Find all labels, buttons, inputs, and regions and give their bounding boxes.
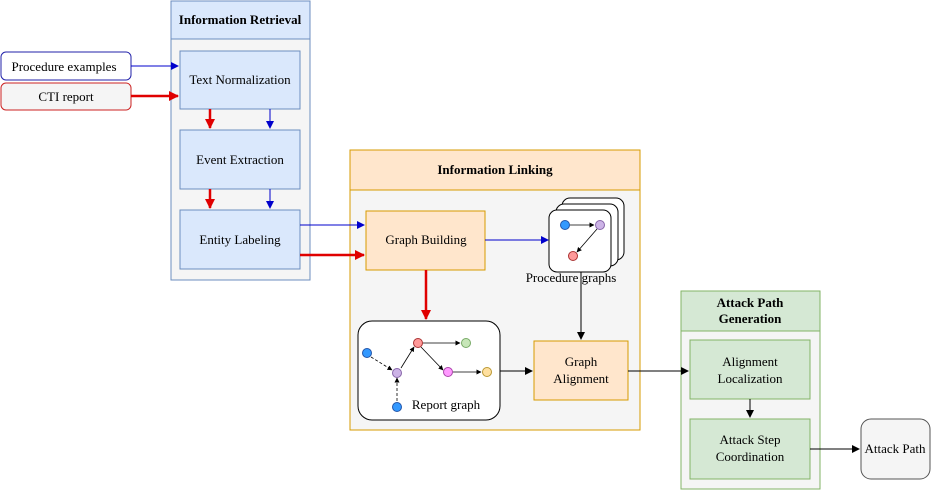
alignment-localization-label-line1: Alignment — [722, 354, 778, 369]
procedure-examples-label: Procedure examples — [11, 59, 116, 74]
graph-alignment-label-line1: Graph — [565, 354, 598, 369]
entity-labeling-node[interactable]: Entity Labeling — [179, 209, 301, 270]
graph-node-icon — [568, 251, 578, 261]
graph-node-icon — [362, 348, 372, 358]
attack-path-generation-title-line2: Generation — [719, 311, 783, 326]
event-extraction-node[interactable]: Event Extraction — [179, 129, 301, 190]
text-normalization-node[interactable]: Text Normalization — [179, 50, 301, 110]
information-linking-title: Information Linking — [437, 162, 553, 177]
graph-alignment-label-line2: Alignment — [553, 371, 609, 386]
attack-step-coordination-node[interactable]: Attack Step Coordination — [689, 418, 811, 480]
attack-step-coordination-label-line2: Coordination — [716, 449, 785, 464]
attack-path-generation-title-line1: Attack Path — [717, 295, 785, 310]
graph-node-icon — [595, 220, 605, 230]
graph-node-icon — [413, 338, 423, 348]
information-retrieval-title: Information Retrieval — [179, 12, 302, 27]
text-normalization-label: Text Normalization — [189, 72, 291, 87]
alignment-localization-node[interactable]: Alignment Localization — [689, 339, 811, 400]
graph-node-icon — [392, 402, 402, 412]
report-graph[interactable]: Report graph — [357, 320, 501, 421]
entity-labeling-label: Entity Labeling — [199, 232, 281, 247]
procedure-graphs-stack[interactable] — [548, 197, 625, 273]
graph-node-icon — [392, 368, 402, 378]
procedure-examples-input[interactable]: Procedure examples — [0, 51, 132, 81]
graph-node-icon — [560, 220, 570, 230]
graph-building-node[interactable]: Graph Building — [365, 210, 486, 271]
graph-node-icon — [461, 338, 471, 348]
procedure-graphs-label: Procedure graphs — [526, 270, 617, 285]
event-extraction-label: Event Extraction — [196, 152, 284, 167]
graph-node-icon — [482, 367, 492, 377]
graph-building-label: Graph Building — [385, 232, 467, 247]
cti-report-label: CTI report — [38, 89, 94, 104]
alignment-localization-label-line2: Localization — [718, 371, 783, 386]
graph-alignment-node[interactable]: Graph Alignment — [533, 340, 629, 401]
report-graph-label: Report graph — [412, 397, 481, 412]
attack-path-output[interactable]: Attack Path — [860, 418, 931, 480]
cti-report-input[interactable]: CTI report — [0, 82, 132, 111]
attack-path-output-label: Attack Path — [864, 441, 926, 456]
graph-node-icon — [443, 367, 453, 377]
attack-step-coordination-label-line1: Attack Step — [719, 432, 780, 447]
